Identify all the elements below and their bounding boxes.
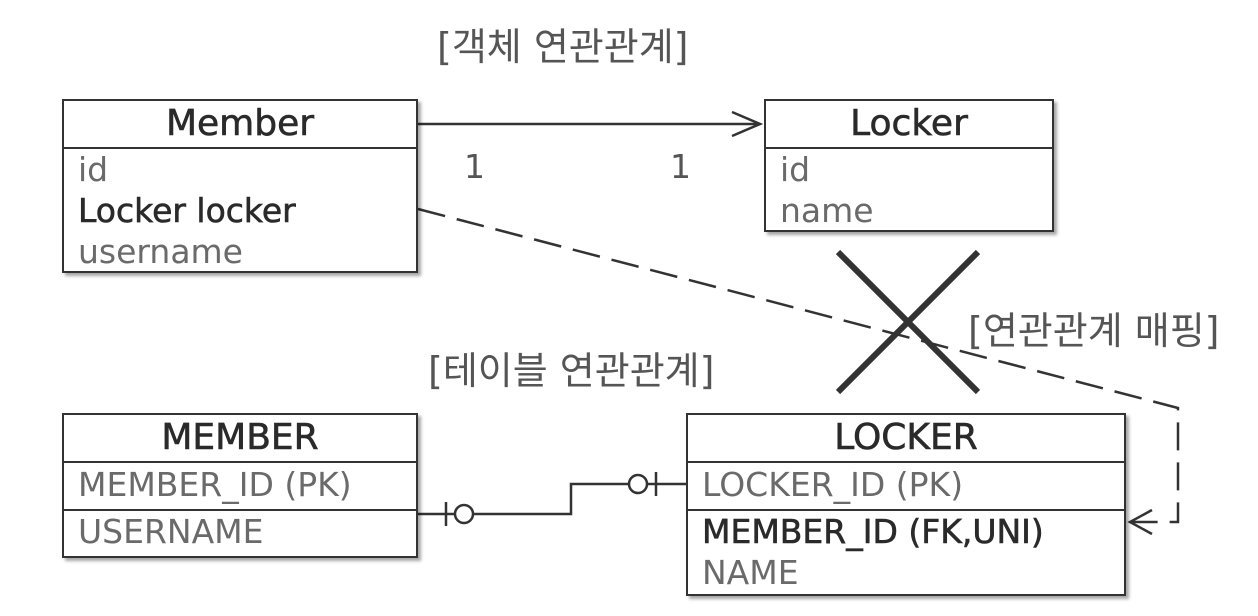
member-table-columns: USERNAME	[64, 511, 416, 553]
locker-field-id: id	[780, 150, 811, 189]
locker-field-name: name	[780, 191, 874, 230]
left-multiplicity: 1	[464, 147, 485, 186]
member-table-box: MEMBER MEMBER_ID (PK) USERNAME	[62, 413, 418, 558]
member-entity-box: Member id Locker locker username	[62, 99, 418, 273]
locker-entity-fields: id name	[766, 149, 1052, 233]
er-left-zero	[453, 503, 475, 525]
locker-entity-title: Locker	[766, 101, 1052, 149]
locker-table-col-name: NAME	[702, 553, 799, 592]
locker-table-columns: MEMBER_ID (FK,UNI) NAME	[688, 511, 1124, 593]
x-mark-stroke-2	[835, 249, 981, 395]
locker-table-fk: MEMBER_ID (FK,UNI)	[702, 512, 1044, 552]
member-field-locker: Locker locker	[78, 191, 296, 230]
er-right-zero	[627, 473, 649, 495]
locker-table-box: LOCKER LOCKER_ID (PK) MEMBER_ID (FK,UNI)…	[686, 413, 1126, 596]
member-table-col-username: USERNAME	[78, 512, 264, 551]
locker-table-pk: LOCKER_ID (PK)	[702, 465, 964, 504]
member-entity-fields: id Locker locker username	[64, 149, 416, 274]
relation-mapping-label: [연관관계 매핑]	[968, 309, 1220, 353]
member-table-pk: MEMBER_ID (PK)	[78, 465, 352, 504]
association-arrow-head	[731, 110, 764, 138]
object-relation-label: [객체 연관관계]	[437, 25, 689, 69]
member-field-username: username	[78, 232, 243, 271]
right-multiplicity: 1	[670, 147, 691, 186]
locker-entity-box: Locker id name	[764, 99, 1054, 232]
locker-table-pk-section: LOCKER_ID (PK)	[688, 463, 1124, 511]
member-table-title: MEMBER	[64, 415, 416, 463]
mapping-dashed-line	[417, 207, 1180, 524]
table-relation-label: [테이블 연관관계]	[428, 349, 715, 393]
locker-table-title: LOCKER	[688, 415, 1124, 463]
mapping-arrow-head	[1127, 508, 1153, 536]
member-table-pk-section: MEMBER_ID (PK)	[64, 463, 416, 511]
member-entity-title: Member	[64, 101, 416, 149]
member-field-id: id	[78, 150, 109, 189]
